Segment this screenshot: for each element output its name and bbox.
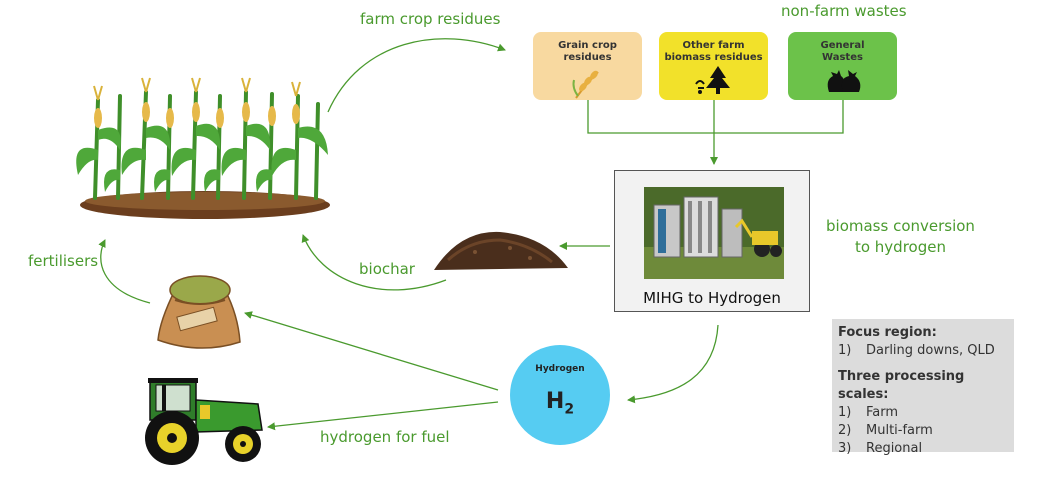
- other-farm-biomass-box: Other farm biomass residues: [659, 32, 768, 100]
- biomass-conversion-label: biomass conversion to hydrogen: [826, 216, 975, 258]
- arrow-field-to-residues: [327, 38, 506, 113]
- hydrogen-title: Hydrogen: [535, 364, 585, 374]
- focus-region-num: 1): [838, 343, 852, 358]
- other-box-line2: biomass residues: [664, 52, 763, 63]
- hydrogen-symbol: H: [545, 389, 565, 414]
- residue-connector-lines: [587, 100, 844, 165]
- hydrogen-subscript: 2: [564, 401, 575, 418]
- arrow-fertiliser-to-field: [98, 239, 151, 304]
- biochar-label: biochar: [359, 260, 415, 278]
- tractor-icon: [145, 378, 263, 465]
- other-box-line1: Other farm: [682, 40, 745, 51]
- arrow-biochar-to-field: [301, 234, 447, 291]
- biochar-pile-icon: [434, 231, 568, 270]
- grain-crop-residues-box: Grain crop residues: [533, 32, 642, 100]
- focus-heading: Focus region:: [838, 325, 937, 340]
- farm-crop-residues-label: farm crop residues: [360, 10, 501, 28]
- non-farm-wastes-label: non-farm wastes: [781, 2, 907, 20]
- arrow-hydrogen-to-fertiliser: [244, 311, 499, 391]
- scale-name: Farm: [866, 405, 899, 420]
- garbage-bags-icon: [827, 70, 860, 92]
- mihg-box: MIHG to Hydrogen: [614, 170, 810, 312]
- hydrogen-circle: Hydrogen H2: [510, 345, 610, 445]
- scale-name: Multi-farm: [866, 423, 933, 438]
- fertilisers-label: fertilisers: [28, 252, 99, 270]
- scale-row: 1) Farm: [838, 404, 1008, 422]
- scales-heading: Three processing scales:: [838, 369, 965, 402]
- biomass-conversion-line2: to hydrogen: [854, 238, 946, 256]
- scale-num: 3): [838, 441, 852, 456]
- wheat-icon: [572, 70, 599, 99]
- arrow-mihg-to-hydrogen: [627, 324, 719, 404]
- plant-machinery-icon: [644, 187, 784, 279]
- hydrogen-formula: H2: [510, 389, 610, 417]
- focus-region-row: 1) Darling downs, QLD: [838, 342, 1008, 360]
- focus-region-text: Darling downs, QLD: [866, 343, 995, 358]
- biomass-conversion-line1: biomass conversion: [826, 217, 975, 235]
- scale-name: Regional: [866, 441, 923, 456]
- scale-row: 2) Multi-farm: [838, 422, 1008, 440]
- mihg-label: MIHG to Hydrogen: [643, 289, 781, 307]
- grain-box-line2: residues: [563, 52, 612, 63]
- corn-field-icon: [76, 77, 330, 219]
- tree-icon: [694, 66, 730, 94]
- scale-num: 1): [838, 405, 852, 420]
- scale-num: 2): [838, 423, 852, 438]
- grain-box-line1: Grain crop: [558, 40, 617, 51]
- general-wastes-box: General Wastes: [788, 32, 897, 100]
- focus-region-box: Focus region: 1) Darling downs, QLD Three…: [832, 319, 1014, 456]
- scale-row: 3) Regional: [838, 440, 1008, 458]
- fertiliser-sack-icon: [157, 275, 241, 349]
- general-box-line1: General: [820, 40, 865, 51]
- arrow-hydrogen-to-tractor: [267, 401, 499, 431]
- hydrogen-for-fuel-label: hydrogen for fuel: [320, 428, 450, 446]
- general-box-line2: Wastes: [822, 52, 863, 63]
